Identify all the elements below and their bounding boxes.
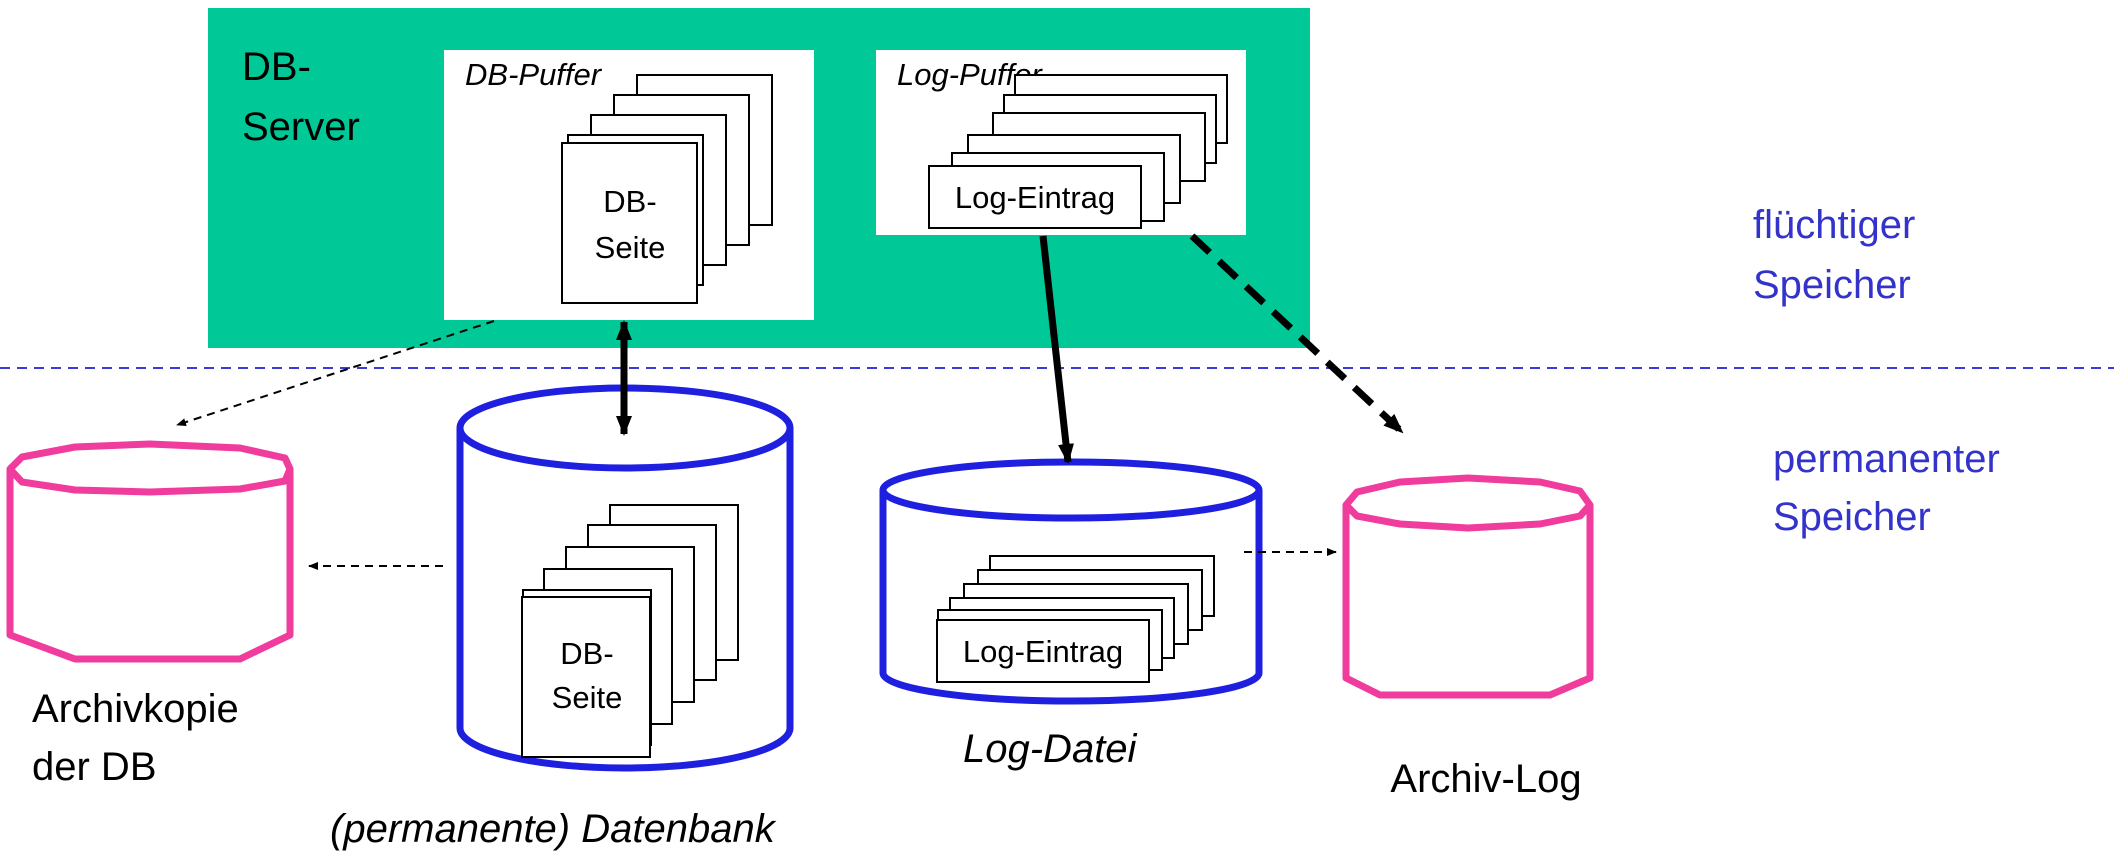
archive-log-caption: Archiv-Log	[1390, 757, 1581, 801]
log-file-entry-stack	[936, 555, 1215, 683]
log-buffer-entry-stack	[928, 74, 1228, 229]
log-file-entry	[936, 619, 1150, 683]
permanent-memory-label-line1: permanenter	[1773, 437, 2000, 481]
db-server-title-line2: Server	[242, 105, 360, 149]
db-buffer-page	[561, 142, 698, 304]
log-file-caption: Log-Datei	[963, 727, 1138, 771]
database-caption: (permanente) Datenbank	[330, 807, 777, 851]
db-buffer-page-stack	[561, 74, 773, 304]
volatile-memory-label-line2: Speicher	[1753, 263, 1911, 307]
db-buffer-label: DB-Puffer	[465, 57, 603, 92]
permanent-memory-label-line2: Speicher	[1773, 495, 1931, 539]
db-buffer-page-label-line1: DB-	[603, 184, 656, 219]
archive-db-caption-line1: Archivkopie	[32, 687, 239, 731]
archive-db-caption-line2: der DB	[32, 745, 157, 789]
log-file-entry-label: Log-Eintrag	[963, 634, 1123, 669]
log-buffer-entry	[928, 165, 1142, 229]
db-server-title-line1: DB-	[242, 45, 311, 89]
log-buffer-to-archive-log-arrow	[1189, 233, 1405, 435]
archive-db-cylinder	[6, 440, 294, 663]
database-page-stack	[521, 504, 739, 758]
database-page-label-line2: Seite	[552, 680, 623, 715]
log-buffer-to-log-file-arrow	[1039, 235, 1074, 464]
archive-log-cylinder	[1342, 474, 1594, 699]
log-buffer-entry-label: Log-Eintrag	[955, 180, 1115, 215]
database-page	[521, 596, 651, 758]
database-page-label-line1: DB-	[560, 636, 613, 671]
volatile-memory-label-line1: flüchtiger	[1753, 203, 1915, 247]
db-buffer-page-label-line2: Seite	[595, 230, 666, 265]
